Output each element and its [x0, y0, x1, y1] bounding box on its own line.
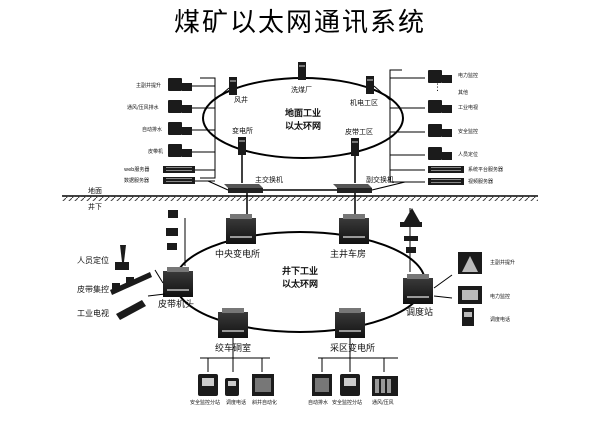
ground-layer	[62, 195, 538, 201]
node-label-pidaijitou: 皮带机头	[158, 300, 195, 310]
node-box-pidaijitou	[163, 267, 193, 297]
backup-switch-label: 副交换机	[366, 176, 394, 184]
right-device-label-1: 电力监控	[458, 73, 479, 79]
node-label-biandiansuo: 变电所	[232, 127, 253, 135]
left-device-label-6: 数据服务器	[124, 178, 150, 184]
left-device-icons	[163, 78, 195, 184]
right-device-icons	[428, 70, 464, 185]
underground-ring-label: 井下工业 以太环网	[270, 266, 330, 292]
left-device-label-5: web服务器	[124, 167, 150, 173]
tower-xiumeichang-icon	[298, 62, 306, 80]
bottom-jiaoche-label-1: 安全监控分站	[190, 400, 221, 406]
right-device-label-5: 人员定位	[458, 152, 479, 158]
underground-ring-line2: 以太环网	[281, 280, 318, 290]
node-box-zhongyang	[226, 214, 256, 244]
right-device-label-2: 其他	[458, 90, 469, 96]
right-device-label-3: 工业电视	[458, 105, 479, 111]
node-label-xiumeichang: 洗煤厂	[291, 86, 312, 94]
node-box-caiqu	[335, 308, 365, 338]
node-box-zhujing	[339, 214, 369, 244]
tower-jidian-icon	[366, 76, 374, 94]
right-ug-label-1: 主副井提升	[490, 260, 516, 266]
left-device-label-4: 皮带机	[148, 149, 164, 155]
main-switch-icon	[224, 184, 263, 193]
left-device-label-1: 主副井提升	[136, 83, 162, 89]
node-label-caiqu: 采区变电所	[330, 344, 376, 354]
underground-label: 井下	[88, 203, 102, 211]
bottom-jiaoche-label-3: 斜井自动化	[252, 400, 278, 406]
right-device-label-4: 安全监控	[458, 129, 479, 135]
node-label-zhongyang: 中央变电所	[215, 250, 261, 260]
left-underground-icons	[110, 210, 178, 320]
bottom-caiqu-label-3: 通风/压风	[372, 400, 394, 406]
left-ug-label-1: 人员定位	[77, 256, 109, 265]
right-underground-icons	[400, 208, 482, 326]
underground-ring-line1: 井下工业	[281, 267, 318, 277]
tower-pidai-icon	[351, 138, 359, 156]
surface-ring-label: 地面工业 以太环网	[273, 108, 333, 134]
right-device-label-7: 视频服务器	[468, 179, 494, 185]
bottom-caiqu-label-1: 自动排水	[308, 400, 329, 406]
left-device-label-3: 自动排水	[142, 127, 163, 133]
left-ug-label-3: 工业电视	[77, 309, 109, 318]
node-label-zhujing: 主井车房	[330, 250, 367, 260]
right-ug-label-3: 调度电话	[490, 317, 511, 323]
ground-label: 地面	[88, 187, 102, 195]
bottom-caiqu-label-2: 安全监控分站	[332, 400, 363, 406]
node-label-fengjing: 风井	[234, 96, 248, 104]
node-label-jidiangongqu: 机电工区	[350, 99, 378, 107]
bottom-jiaoche-label-2: 调度电话	[226, 400, 247, 406]
left-ug-label-2: 皮带集控	[77, 285, 109, 294]
page-title: 煤矿以太网通讯系统	[173, 8, 426, 38]
node-box-jiaoche	[218, 308, 248, 338]
right-ug-label-2: 电力监控	[490, 294, 511, 300]
node-label-diaodu: 调度站	[406, 308, 434, 318]
ellipsis-icon: ⋮	[433, 83, 442, 93]
surface-ring-line1: 地面工业	[284, 109, 321, 119]
node-label-pidaigongqu: 皮带工区	[345, 128, 373, 136]
left-device-label-2: 通风/压风排水	[127, 105, 159, 111]
node-label-jiaoche: 绞车硐室	[215, 344, 252, 354]
main-switch-label: 主交换机	[255, 176, 283, 184]
bottom-device-icons	[198, 374, 398, 396]
surface-ring-line2: 以太环网	[284, 122, 321, 132]
right-device-label-6: 系统平台服务器	[468, 167, 504, 173]
tower-biandian-icon	[238, 137, 246, 155]
backup-switch-icon	[333, 184, 372, 193]
tower-fengjing-icon	[229, 77, 237, 95]
node-box-diaodu	[403, 274, 433, 304]
